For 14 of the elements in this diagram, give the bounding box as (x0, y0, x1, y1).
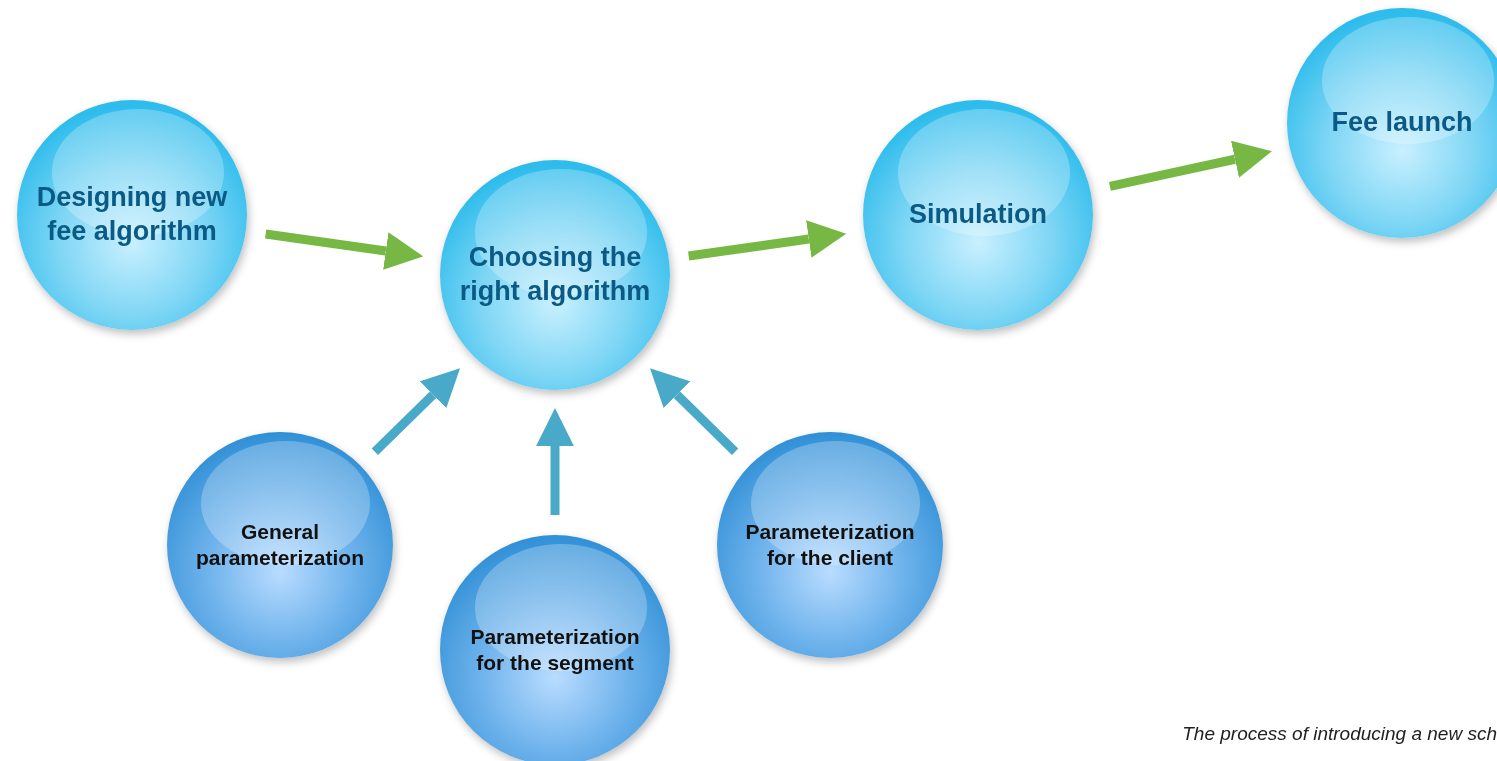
arrow (371, 368, 460, 456)
node-label: Fee launch (1330, 106, 1474, 140)
arrow (536, 408, 574, 515)
arrow (650, 368, 739, 456)
node-label: General parameterization (194, 518, 366, 571)
node-label: Simulation (908, 198, 1048, 232)
caption: The process of introducing a new sch (1182, 722, 1497, 746)
node-label: Parameterization for the client (744, 518, 916, 571)
node-label: Choosing the right algorithm (458, 241, 652, 308)
node-label: Parameterization for the segment (469, 623, 641, 676)
arrow (1108, 140, 1272, 191)
arrow (265, 229, 424, 270)
arrow (688, 220, 847, 261)
node-label: Designing new fee algorithm (35, 181, 229, 248)
